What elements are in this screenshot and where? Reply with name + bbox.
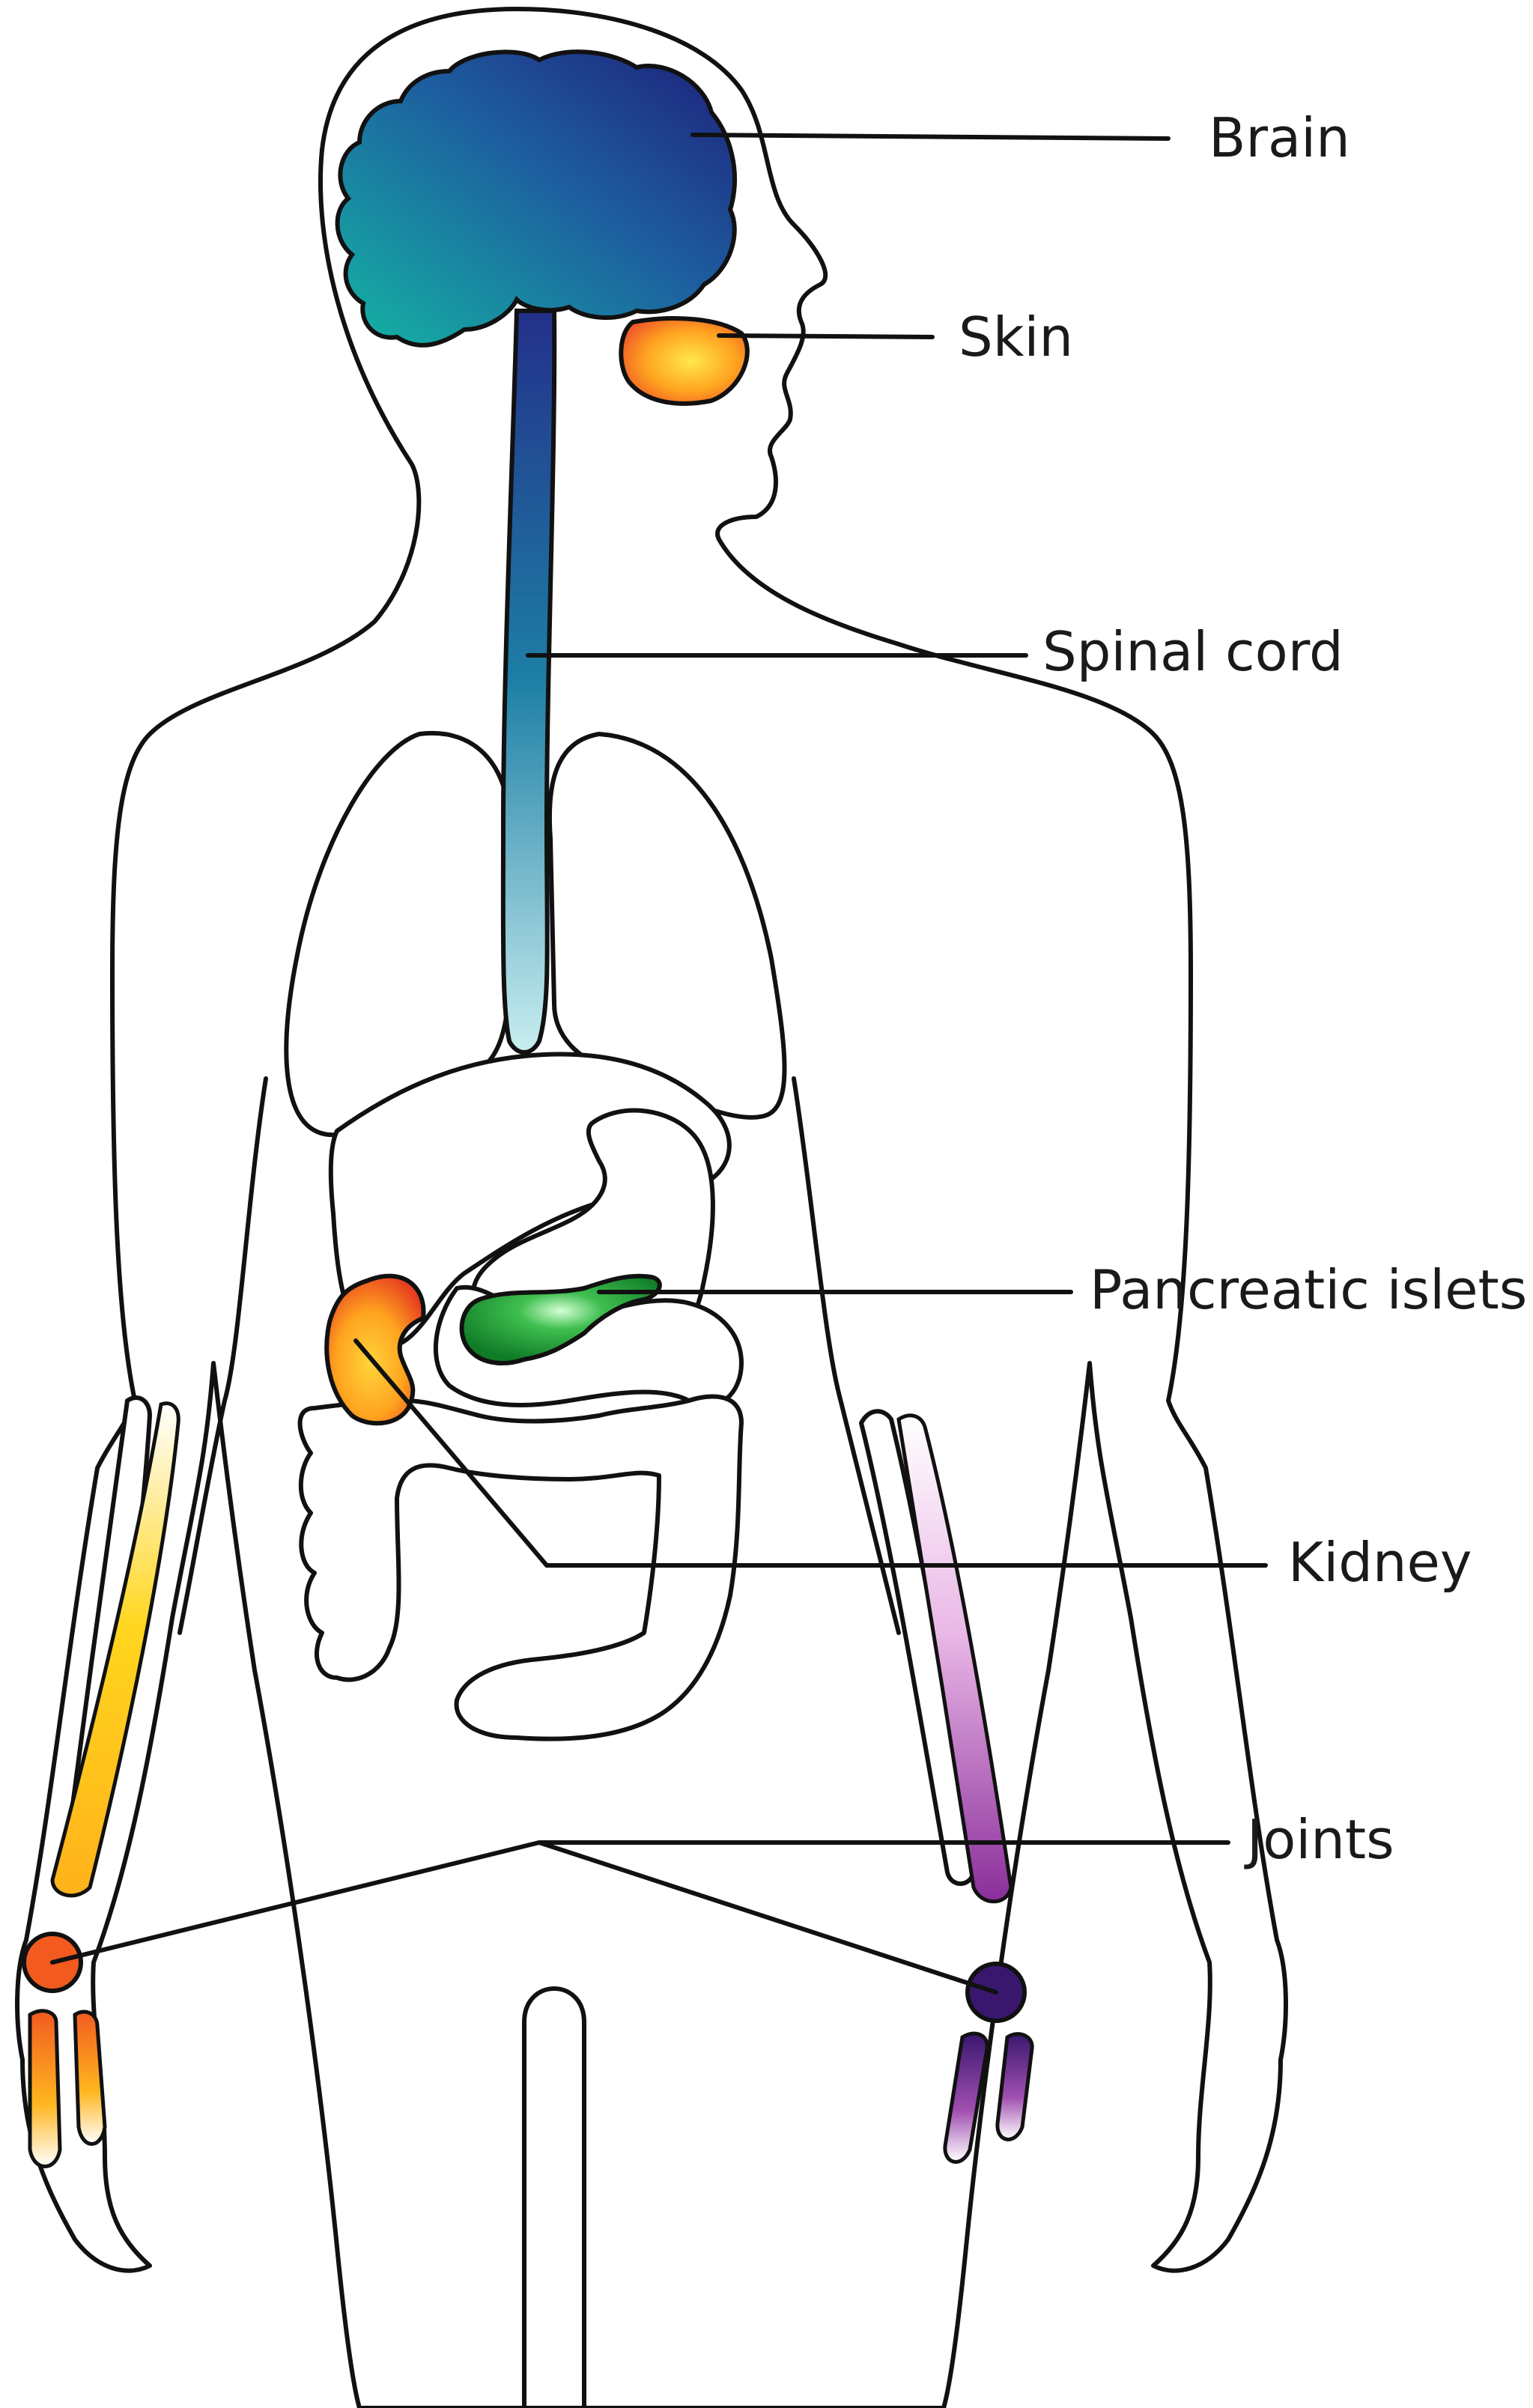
label-spinal-cord: Spinal cord — [1042, 620, 1344, 683]
left-forearm-bone-inner — [50, 1401, 180, 1898]
label-kidney: Kidney — [1288, 1531, 1472, 1594]
pancreas — [459, 1273, 662, 1365]
kidney-leader-line — [353, 1338, 1268, 1568]
right-forearm-bone-inner — [896, 1413, 1013, 1904]
skin-patch — [619, 316, 750, 406]
brain — [335, 49, 737, 348]
label-brain: Brain — [1209, 106, 1350, 169]
label-skin: Skin — [959, 306, 1074, 369]
spinal-cord — [500, 309, 557, 1055]
right-lung — [547, 732, 787, 1120]
label-pancreatic-islets: Pancreatic islets — [1090, 1258, 1528, 1321]
brain-leader-line — [690, 133, 1171, 141]
left-finger-bone-1 — [28, 2009, 62, 2168]
right-finger-bone-2 — [995, 2032, 1034, 2141]
left-finger-bone-2 — [73, 2010, 107, 2146]
joints-leader-line — [50, 1840, 1230, 1995]
leg-gap-line — [522, 1986, 586, 2408]
left-arm-inner-line — [177, 1076, 268, 1635]
skin-leader-line — [717, 333, 935, 339]
large-intestine — [297, 1394, 744, 1741]
label-joints: Joints — [1247, 1808, 1394, 1871]
kidney — [324, 1273, 426, 1426]
right-finger-bone-1 — [943, 2031, 989, 2164]
